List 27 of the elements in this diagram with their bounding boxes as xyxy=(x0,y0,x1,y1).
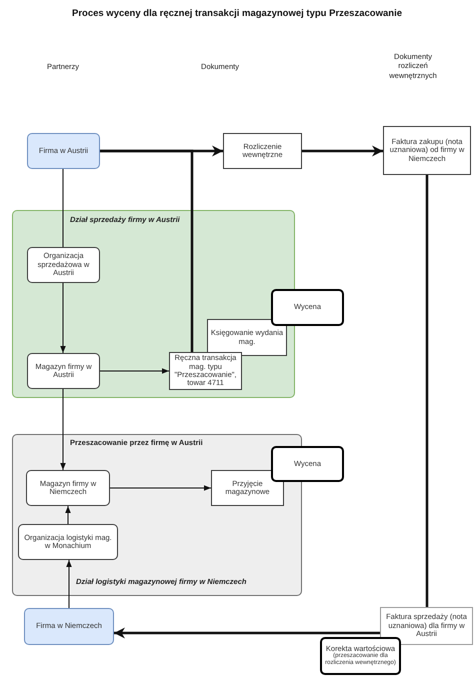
document-box xyxy=(383,126,471,175)
partner-box xyxy=(27,133,100,169)
arrow xyxy=(100,368,170,374)
arrow xyxy=(65,506,71,524)
highlight-box xyxy=(271,289,344,326)
arrow xyxy=(60,282,66,354)
connector-line xyxy=(62,168,64,248)
process-box xyxy=(27,247,100,283)
arrow xyxy=(66,560,72,608)
swimlane-panel xyxy=(12,210,295,398)
document-box xyxy=(380,607,473,645)
arrow xyxy=(114,628,380,638)
process-box xyxy=(26,470,110,506)
document-box xyxy=(223,133,302,169)
diagram-title: Proces wyceny dla ręcznej transakcji magazynowej typu Przeszacowanie xyxy=(72,8,402,19)
arrow xyxy=(110,485,212,491)
connector-line xyxy=(426,175,428,607)
highlight-box xyxy=(271,446,344,482)
process-box xyxy=(18,524,118,560)
connector-line xyxy=(100,150,194,352)
partner-box xyxy=(24,608,114,645)
document-box xyxy=(211,470,284,506)
highlight-box xyxy=(320,637,401,675)
process-box xyxy=(27,353,100,389)
document-box xyxy=(207,319,287,356)
arrow xyxy=(60,388,66,470)
arrow xyxy=(302,146,383,156)
